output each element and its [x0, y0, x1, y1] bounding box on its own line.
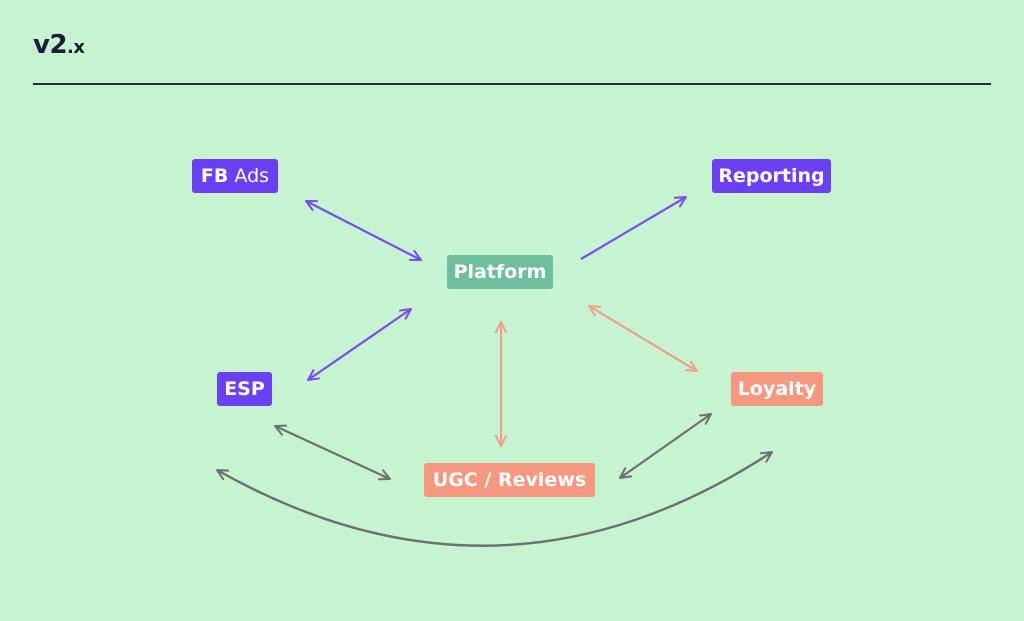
title-suffix: .x — [67, 37, 85, 58]
node-fb-ads-light: Ads — [228, 165, 270, 187]
title-main: v2 — [33, 30, 68, 60]
edge-ugc-loyalty — [619, 413, 712, 479]
edge-esp-loyalty-curve — [216, 450, 773, 547]
node-loyalty-label: Loyalty — [737, 378, 817, 400]
edge-esp-ugc — [274, 424, 391, 481]
page-title: v2.x — [33, 30, 85, 60]
node-ugc-reviews: UGC / Reviews — [424, 463, 595, 497]
node-fb-ads: FB Ads — [192, 159, 278, 193]
node-esp: ESP — [217, 372, 272, 406]
edge-esp-platform — [307, 308, 412, 381]
node-ugc-reviews-label: UGC / Reviews — [432, 469, 587, 491]
header-divider — [33, 83, 991, 85]
edge-fb-ads-platform — [305, 200, 422, 261]
node-esp-label: ESP — [224, 378, 265, 400]
node-platform-label: Platform — [453, 261, 547, 283]
node-platform: Platform — [447, 255, 553, 289]
node-reporting: Reporting — [712, 159, 831, 193]
node-fb-ads-bold: FB — [200, 165, 229, 187]
edge-platform-reporting — [580, 196, 687, 260]
node-loyalty: Loyalty — [731, 372, 823, 406]
edge-platform-loyalty — [588, 305, 698, 372]
node-reporting-label: Reporting — [718, 165, 825, 187]
